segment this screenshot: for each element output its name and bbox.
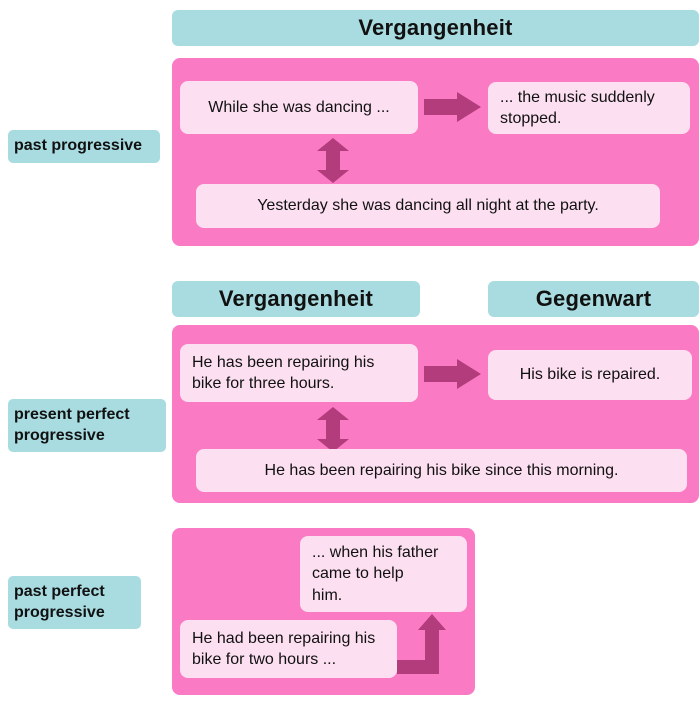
past-progressive-example-bubble: Yesterday she was dancing all night at t…: [196, 184, 660, 228]
past-progressive-interruption-bubble: ... the music suddenly stopped.: [488, 82, 690, 134]
past-perfect-interruption-bubble: ... when his father came to help him.: [300, 536, 467, 612]
right-arrow-icon: [424, 359, 481, 389]
present-perfect-action-bubble: He has been repairing his bike for three…: [180, 344, 418, 402]
header-vergangenheit-top: Vergangenheit: [172, 10, 699, 46]
label-past-progressive: past progressive: [8, 130, 160, 163]
right-arrow-icon: [424, 92, 481, 122]
double-vertical-arrow-icon: [317, 407, 349, 452]
header-gegenwart: Gegenwart: [488, 281, 699, 317]
present-perfect-example-bubble: He has been repairing his bike since thi…: [196, 449, 687, 492]
double-vertical-arrow-icon: [317, 138, 349, 183]
header-vergangenheit-middle: Vergangenheit: [172, 281, 420, 317]
past-perfect-progressive-panel: ... when his father came to help him. He…: [172, 528, 475, 695]
label-present-perfect-progressive: present perfect progressive: [8, 399, 166, 452]
present-perfect-progressive-panel: He has been repairing his bike for three…: [172, 325, 699, 503]
past-progressive-action-bubble: While she was dancing ...: [180, 81, 418, 134]
present-perfect-result-bubble: His bike is repaired.: [488, 350, 692, 400]
label-past-perfect-progressive: past perfect progressive: [8, 576, 141, 629]
elbow-up-arrow-icon: [397, 614, 446, 674]
past-progressive-panel: While she was dancing ... ... the music …: [172, 58, 699, 246]
past-perfect-action-bubble: He had been repairing his bike for two h…: [180, 620, 397, 678]
